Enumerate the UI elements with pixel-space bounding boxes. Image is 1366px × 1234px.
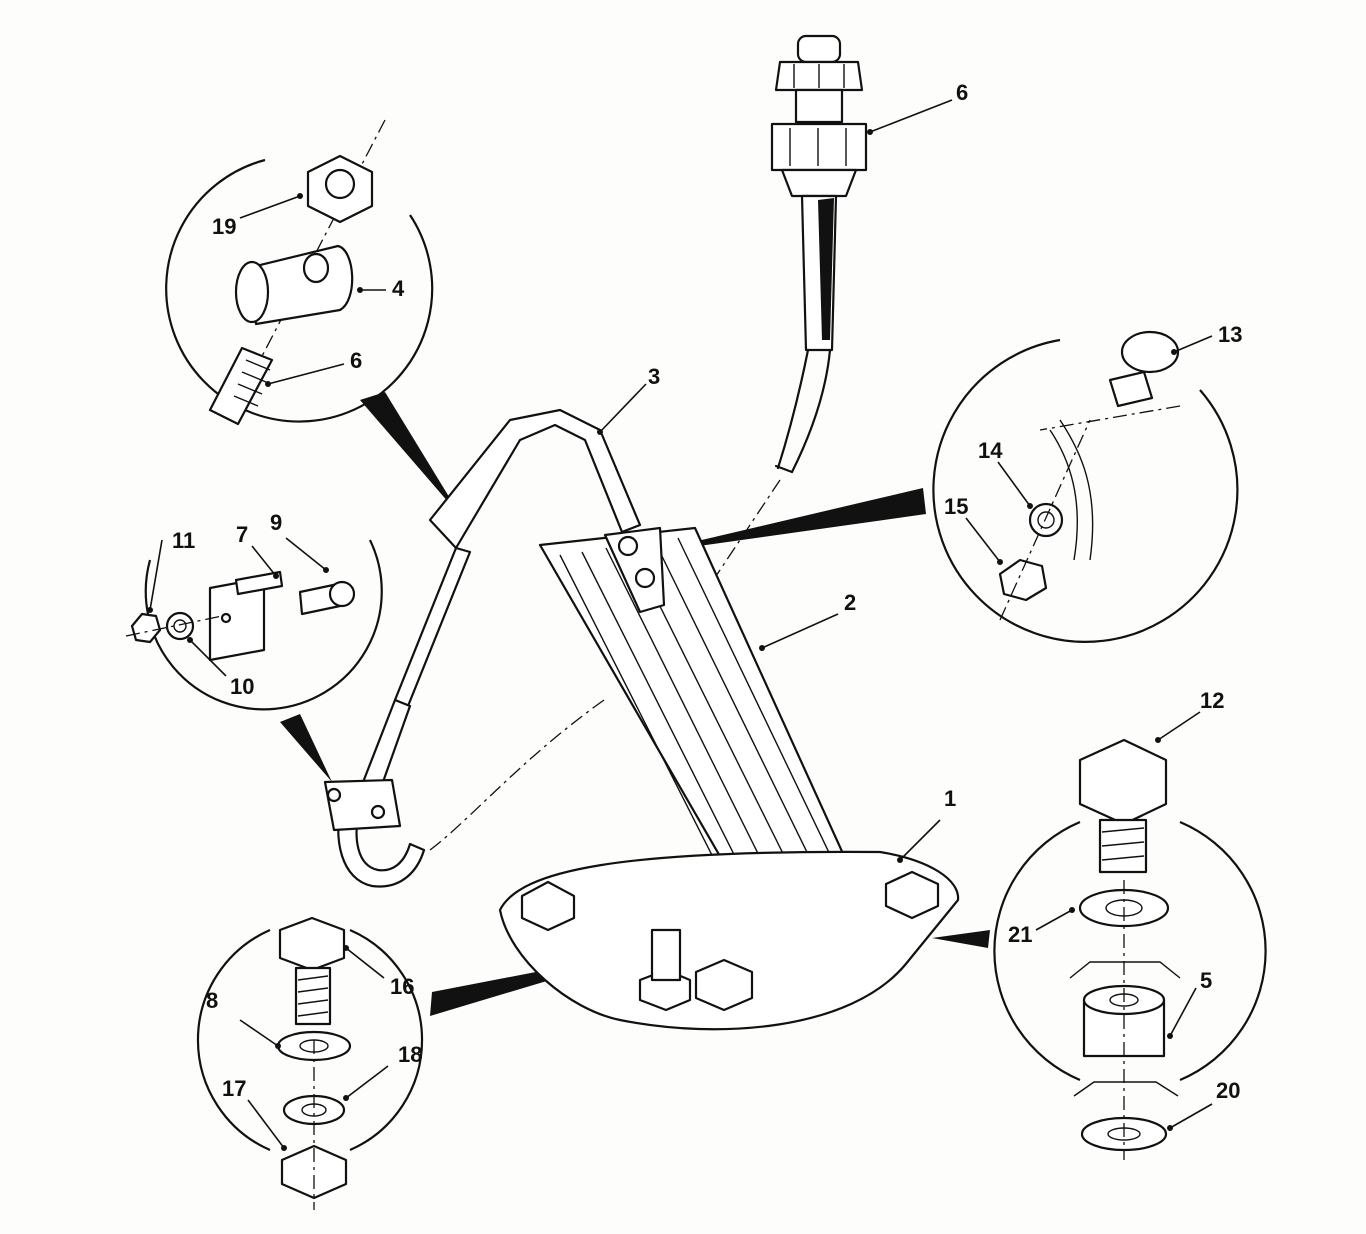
callout-12: 12	[1200, 688, 1224, 713]
callout-16: 16	[390, 974, 414, 999]
callout-6-detail: 6	[350, 348, 362, 373]
callout-14: 14	[978, 438, 1003, 463]
callout-8: 8	[206, 988, 218, 1013]
callout-labels: 1 2 3 4 5 6 6 7 8 9 10 11 12 13 14 15 16…	[172, 80, 1242, 1103]
callout-15: 15	[944, 494, 968, 519]
callout-6-cable: 6	[956, 80, 968, 105]
pedal-arm	[323, 408, 642, 888]
callout-18: 18	[398, 1042, 422, 1067]
callout-3: 3	[648, 364, 660, 389]
detail-bottom-left-parts	[276, 916, 352, 1210]
detail-circle-top-left	[165, 158, 462, 518]
callout-7: 7	[236, 522, 248, 547]
callout-5: 5	[1200, 968, 1212, 993]
callout-13: 13	[1218, 322, 1242, 347]
detail-top-left-parts	[208, 119, 386, 426]
callout-2: 2	[844, 590, 856, 615]
callout-1: 1	[944, 786, 956, 811]
detail-circle-bottom-right	[932, 820, 1267, 1082]
callout-17: 17	[222, 1076, 246, 1101]
detail-mid-left-parts	[125, 570, 356, 662]
callout-21: 21	[1008, 922, 1032, 947]
leader-lines	[147, 99, 1213, 1151]
base-plate	[498, 850, 960, 1031]
callout-20: 20	[1216, 1078, 1240, 1103]
callout-11: 11	[172, 528, 195, 553]
callout-9: 9	[270, 510, 282, 535]
detail-bottom-right-parts	[1069, 738, 1181, 1160]
callout-4: 4	[392, 276, 405, 301]
detail-right-parts	[998, 330, 1181, 621]
callout-19: 19	[212, 214, 236, 239]
detail-circle-right	[642, 338, 1239, 643]
callout-10: 10	[230, 674, 254, 699]
